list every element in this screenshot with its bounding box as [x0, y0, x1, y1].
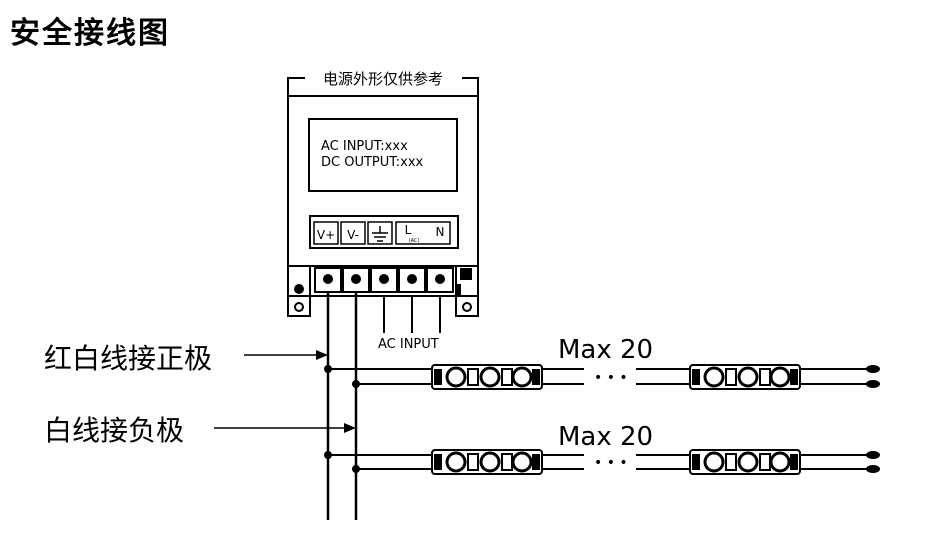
dc-wires	[326, 292, 358, 520]
red-wire-label: 红白线接正极	[44, 342, 212, 375]
ac-input-wires	[383, 296, 441, 333]
indicator-square	[460, 268, 472, 280]
ac-input-label: AC INPUT	[378, 337, 439, 352]
screw-l	[407, 274, 417, 284]
terminal-label-v-minus: V-	[347, 228, 359, 242]
row2-dots: • • •	[594, 455, 628, 471]
white-wire-label: 白线接负极	[44, 414, 184, 447]
caption-bracket-right	[462, 77, 479, 96]
terminal-label-v-plus: V+	[317, 228, 335, 242]
screw-n	[435, 274, 445, 284]
psu-caption: 电源外形仅供参考	[323, 70, 443, 88]
row2-wires	[328, 454, 868, 470]
psu-label-line2: DC OUTPUT:xxx	[321, 155, 424, 170]
terminal-screws	[294, 267, 472, 297]
psu-label-line1: AC INPUT:xxx	[321, 139, 408, 154]
terminal-plate	[309, 215, 459, 249]
led-module	[688, 448, 802, 476]
row1-wires	[328, 368, 868, 385]
label-arrows	[214, 354, 346, 429]
mount-hole-left	[294, 302, 304, 312]
row2-max-label: Max 20	[558, 422, 653, 452]
screw-extra-left	[294, 284, 304, 294]
arrow-head-white	[344, 423, 356, 433]
terminal-labels	[313, 221, 451, 245]
led-module	[688, 363, 802, 391]
page-title: 安全接线图	[10, 16, 170, 51]
mount-tab-right	[455, 295, 479, 317]
terminal-label-n: N	[436, 225, 445, 239]
led-module	[430, 363, 544, 391]
row1-max-label: Max 20	[558, 335, 653, 365]
psu-label-panel	[308, 118, 458, 192]
screw-ground	[379, 274, 389, 284]
terminal-label-ac: (AC)	[409, 238, 420, 244]
terminal-label-l: L	[405, 223, 412, 237]
screw-v-plus	[323, 274, 333, 284]
led-module	[430, 448, 544, 476]
screw-v-minus	[351, 274, 361, 284]
caption-bracket-left	[287, 77, 305, 96]
row1-dots: • • •	[594, 370, 628, 386]
mount-hole-right	[462, 302, 472, 312]
mount-tab-left	[287, 295, 311, 317]
arrow-head-red	[316, 350, 328, 360]
